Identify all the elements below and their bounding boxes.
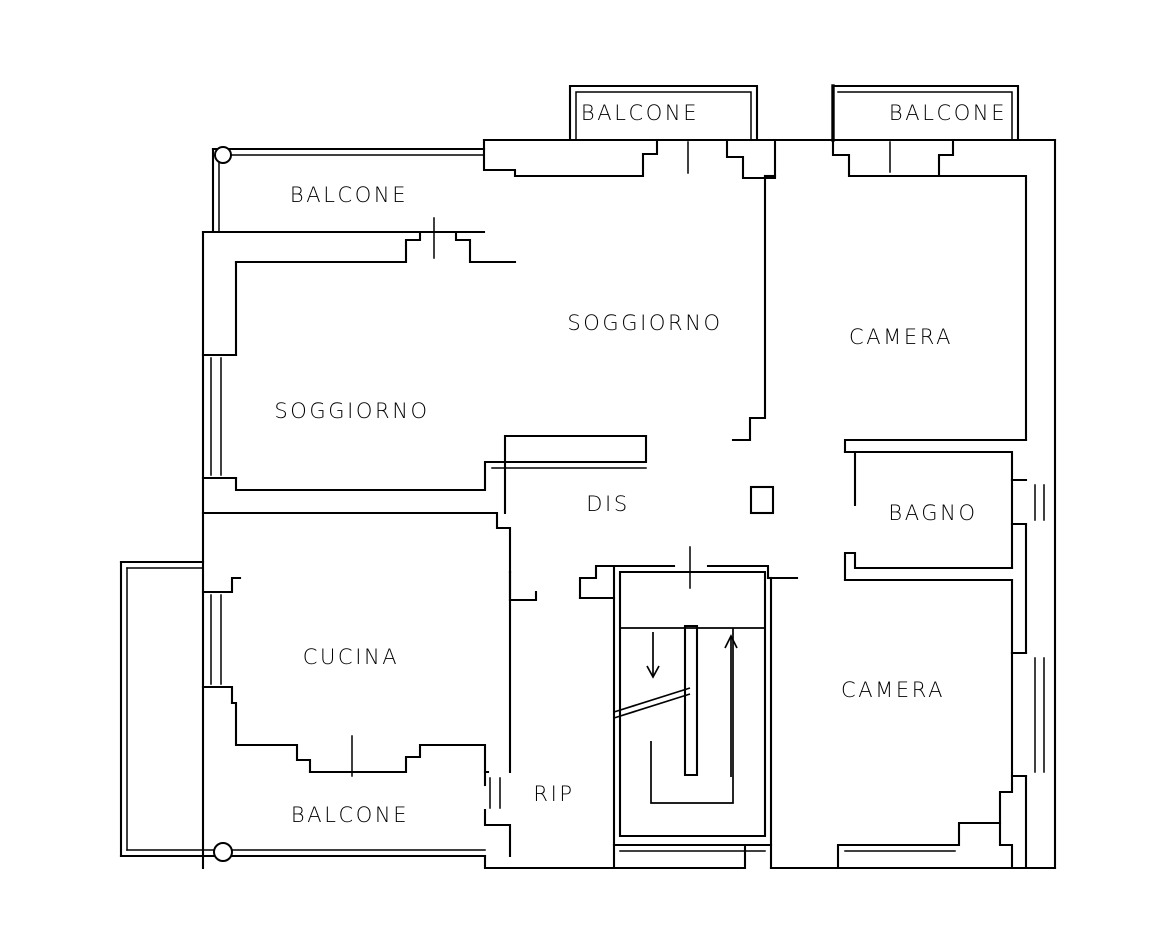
soggiorno-left-walls: [201, 217, 648, 870]
balcony-top-right: [831, 84, 1020, 142]
label-balcone-upper-left: BALCONE: [290, 183, 408, 207]
label-balcone-top-center: BALCONE: [581, 101, 699, 125]
balcony-column-upper-left: [214, 146, 232, 164]
balcony-top-center: [568, 84, 759, 142]
dis-corridor-walls: [578, 546, 799, 870]
building-outline-top: [482, 138, 1057, 870]
label-bagno: BAGNO: [888, 501, 977, 525]
label-balcone-bottom-left: BALCONE: [291, 803, 409, 827]
stairwell: [613, 570, 767, 838]
label-camera-bottom-right: CAMERA: [841, 678, 945, 702]
cucina-walls: [201, 570, 538, 777]
balcony-column-bottom-left: [213, 842, 233, 862]
stair-up-arrow: [724, 634, 738, 777]
shaft-square: [749, 485, 775, 515]
label-soggiorno-center: SOGGIORNO: [567, 311, 722, 335]
label-soggiorno-left: SOGGIORNO: [274, 399, 429, 423]
label-camera-top-right: CAMERA: [849, 325, 953, 349]
label-dis: DIS: [586, 492, 630, 516]
stair-down-arrow: [646, 632, 660, 679]
top-wall-jambs: [482, 138, 1028, 442]
label-cucina: CUCINA: [303, 645, 400, 669]
rip-walls: [483, 570, 616, 870]
soggiorno-camera-divider: [731, 174, 777, 442]
balcony-bottom-left: [119, 560, 487, 862]
bottom-wall-details: [612, 821, 1057, 870]
right-side-walls: [843, 438, 1045, 870]
soggiorno-cucina-divider: [201, 434, 648, 574]
label-balcone-top-right: BALCONE: [889, 101, 1007, 125]
balcony-upper-left: [201, 146, 486, 234]
label-rip: RIP: [533, 782, 574, 806]
